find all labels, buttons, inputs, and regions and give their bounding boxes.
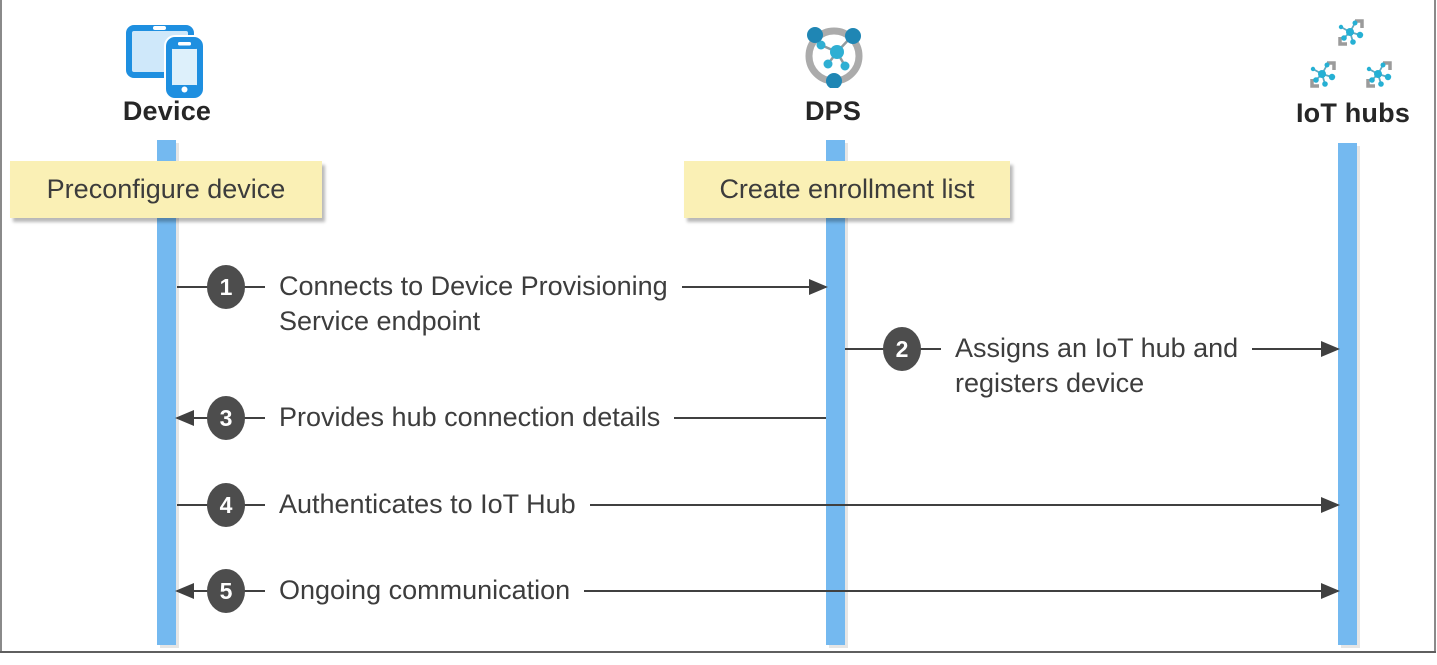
frame-border-left — [0, 0, 2, 653]
message-label: Authenticates to IoT Hub — [265, 487, 590, 522]
step-number-badge: 1 — [207, 265, 245, 309]
note-text: Create enrollment list — [719, 174, 975, 204]
arrowhead-right-icon — [1321, 497, 1340, 513]
step-number-badge: 3 — [207, 396, 245, 440]
arrowhead-left-icon — [175, 410, 194, 426]
message-label: Assigns an IoT hub and registers device — [941, 331, 1253, 401]
arrowhead-left-icon — [175, 583, 194, 599]
arrowhead-right-icon — [809, 279, 828, 295]
arrowhead-right-icon — [1321, 341, 1340, 357]
message-line — [177, 590, 1338, 592]
note-text: Preconfigure device — [46, 174, 286, 204]
device-icon — [126, 25, 205, 98]
actor-label-device: Device — [122, 96, 212, 126]
step-number-badge: 4 — [207, 483, 245, 527]
actor-label-dps: DPS — [804, 96, 862, 126]
message-line — [177, 504, 1338, 506]
message-label: Ongoing communication — [265, 573, 585, 608]
dps-icon — [805, 27, 863, 88]
frame-border-bottom — [0, 651, 1436, 653]
lifeline-device — [157, 140, 176, 645]
step-number-badge: 5 — [207, 569, 245, 613]
note-preconfigure-device: Preconfigure device — [10, 161, 322, 218]
message-label: Connects to Device Provisioning Service … — [265, 269, 682, 339]
lifeline-dps — [826, 140, 845, 645]
note-create-enrollment-list: Create enrollment list — [684, 161, 1010, 218]
iot-hubs-icon — [1309, 18, 1393, 89]
arrowhead-right-icon — [1321, 583, 1340, 599]
message-label: Provides hub connection details — [265, 400, 675, 435]
actor-label-iot-hubs: IoT hubs — [1295, 98, 1411, 128]
step-number-badge: 2 — [883, 327, 921, 371]
frame-border-right — [1434, 0, 1436, 653]
lifeline-iot-hubs — [1338, 143, 1357, 645]
